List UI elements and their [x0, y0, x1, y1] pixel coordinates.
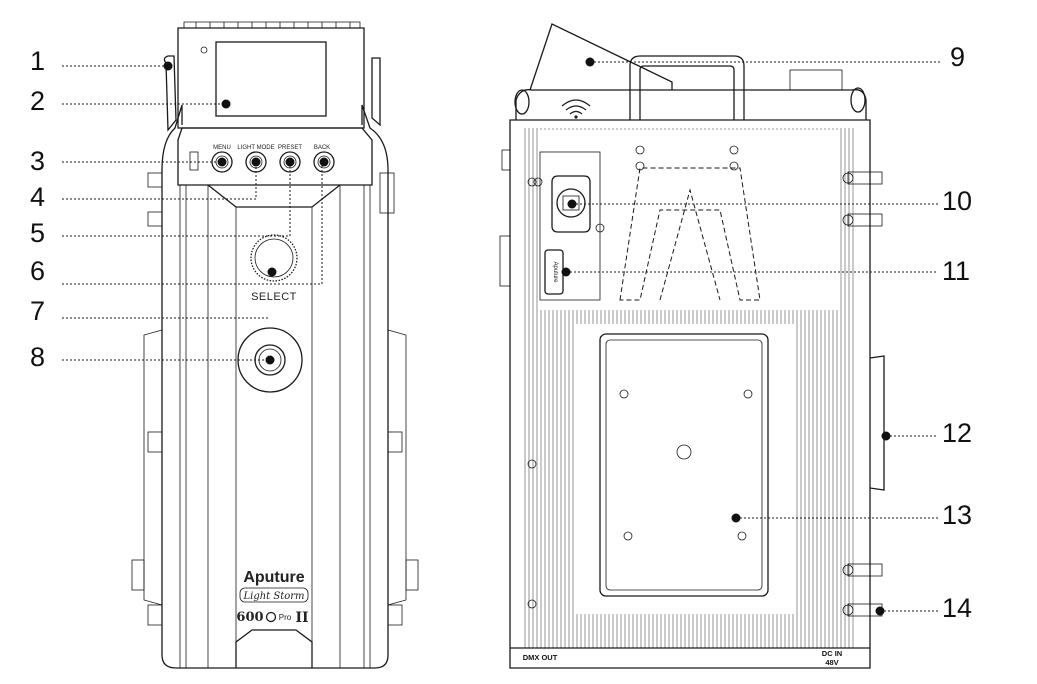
wifi-icon — [561, 99, 591, 119]
callout-12: 12 — [942, 418, 972, 448]
internal-bracket-outline — [619, 167, 761, 301]
callout-14: 14 — [942, 593, 972, 623]
rear-top-cap — [515, 89, 867, 120]
callout-7: 7 — [30, 296, 45, 326]
light-mode-button-label: LIGHT MODE — [237, 145, 274, 151]
front-view: MENU LIGHT MODE PRESET BACK SELECT — [131, 21, 419, 669]
light-storm-badge — [239, 587, 309, 603]
callout-8: 8 — [30, 342, 45, 372]
aputure-logo-text: Aputure — [243, 569, 304, 586]
front-bottom-notch — [235, 629, 313, 668]
model-generation: II — [295, 610, 308, 626]
lcd-screen — [215, 41, 327, 117]
callout-6: 6 — [30, 256, 45, 286]
dmx-out-label: DMX OUT — [523, 653, 558, 662]
model-pro-text: Pro — [279, 613, 292, 622]
rear-connector-plate — [539, 151, 601, 301]
callout-11: 11 — [942, 256, 970, 286]
light-sensor — [200, 46, 208, 54]
callout-10: 10 — [942, 186, 972, 216]
right-battery-bracket — [387, 329, 407, 606]
callout-5: 5 — [30, 218, 45, 248]
rear-left-knob — [514, 89, 530, 115]
back-button[interactable] — [313, 151, 335, 173]
display-heatsink-fins — [195, 22, 351, 28]
front-center-channel — [207, 184, 341, 208]
rear-body-outline — [509, 119, 871, 669]
rear-view: Aputure DMX OUT DC IN 48V — [499, 23, 885, 669]
right-handle — [371, 57, 381, 127]
rear-top-block — [789, 69, 843, 91]
callout-9: 9 — [950, 42, 965, 72]
carry-handle — [629, 55, 745, 120]
model-number: 600 — [236, 610, 263, 625]
front-body-outline — [161, 104, 389, 669]
callout-13: 13 — [942, 500, 972, 530]
display-housing — [177, 27, 365, 129]
callout-2: 2 — [30, 86, 45, 116]
rear-right-knob — [850, 87, 866, 113]
callout-1: 1 — [30, 46, 45, 76]
callout-3: 3 — [30, 146, 45, 176]
select-knob[interactable] — [250, 234, 298, 282]
left-handle — [163, 55, 177, 132]
rear-top-wedge — [529, 23, 673, 91]
select-label: SELECT — [251, 291, 297, 303]
menu-button-label: MENU — [213, 145, 231, 151]
rear-side-knob[interactable] — [499, 235, 511, 287]
dc-in-label: DC IN — [822, 649, 842, 658]
control-panel-plate — [177, 127, 373, 186]
callout-4: 4 — [30, 182, 45, 212]
mounting-plate — [599, 333, 769, 597]
light-storm-text: Light Storm — [242, 591, 304, 602]
model-c-mark — [265, 611, 277, 623]
ethernet-port[interactable] — [533, 175, 605, 233]
display-heatsink — [183, 21, 361, 28]
left-battery-bracket — [143, 329, 163, 606]
mounting-center-hole — [676, 444, 692, 460]
back-button-label: BACK — [314, 145, 330, 151]
preset-button-label: PRESET — [278, 145, 302, 151]
front-side-switch[interactable] — [189, 151, 199, 171]
callouts: 1 2 3 4 5 6 7 8 9 10 11 12 13 14 — [30, 42, 972, 623]
dc-in-voltage-label: 48V — [825, 658, 838, 667]
battery-latch[interactable] — [869, 355, 885, 491]
svg-text:Aputure: Aputure — [552, 261, 558, 283]
